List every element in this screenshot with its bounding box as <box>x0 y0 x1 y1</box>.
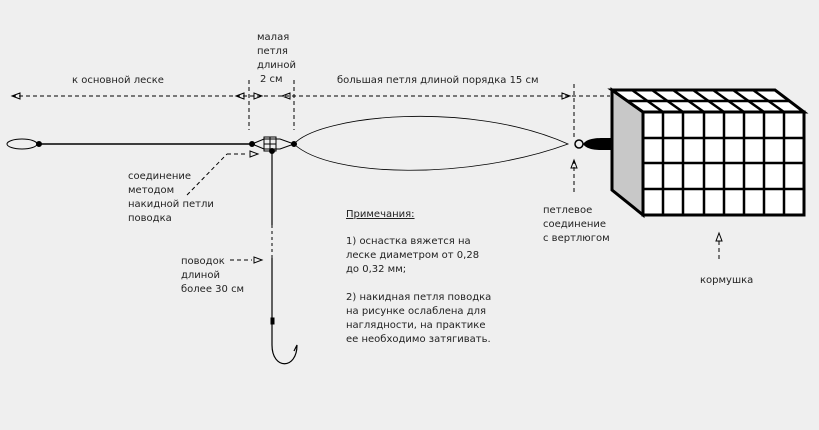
feeder-icon <box>607 87 809 219</box>
label-line: длиной <box>257 60 296 71</box>
note-line: ее необходимо затягивать. <box>346 334 491 345</box>
label-line: соединение <box>543 219 606 230</box>
main-line-label: к основной леске <box>72 75 164 86</box>
dimension-line <box>10 80 723 264</box>
leader <box>269 148 298 365</box>
big-loop-label: большая петля длиной порядка 15 см <box>337 75 539 86</box>
note-line: леске диаметром от 0,28 <box>346 250 479 261</box>
main-line <box>6 136 297 152</box>
note-line: 2) накидная петля поводка <box>346 292 491 303</box>
note-line: наглядности, на практике <box>346 320 486 331</box>
feeder-label: кормушка <box>700 275 753 286</box>
label-line: с вертлюгом <box>543 233 610 244</box>
label-line: поводка <box>128 213 172 224</box>
label-line: малая <box>257 32 289 43</box>
label-line: более 30 см <box>181 284 244 295</box>
label-line: накидной петли <box>128 199 214 210</box>
label-line: петля <box>257 46 288 57</box>
swivel-connection-label: петлевое соединение с вертлюгом <box>543 205 610 244</box>
connection-label: соединение методом накидной петли поводк… <box>128 171 214 224</box>
label-line: соединение <box>128 171 191 182</box>
notes: Примечания: 1) оснастка вяжется на леске… <box>346 209 491 345</box>
swivel-icon <box>574 137 612 151</box>
label-line: поводок <box>181 256 225 267</box>
note-line: 1) оснастка вяжется на <box>346 236 471 247</box>
label-line: методом <box>128 185 174 196</box>
label-line: длиной <box>181 270 220 281</box>
small-loop-label: малая петля длиной 2 см <box>257 32 296 85</box>
hook-icon <box>271 324 298 365</box>
note-line: на рисунке ослаблена для <box>346 306 486 317</box>
label-line: 2 см <box>260 74 283 85</box>
big-loop <box>293 115 570 171</box>
notes-title: Примечания: <box>346 209 415 220</box>
leader-label: поводок длиной более 30 см <box>181 256 244 295</box>
note-line: до 0,32 мм; <box>346 264 406 275</box>
label-line: петлевое <box>543 205 592 216</box>
